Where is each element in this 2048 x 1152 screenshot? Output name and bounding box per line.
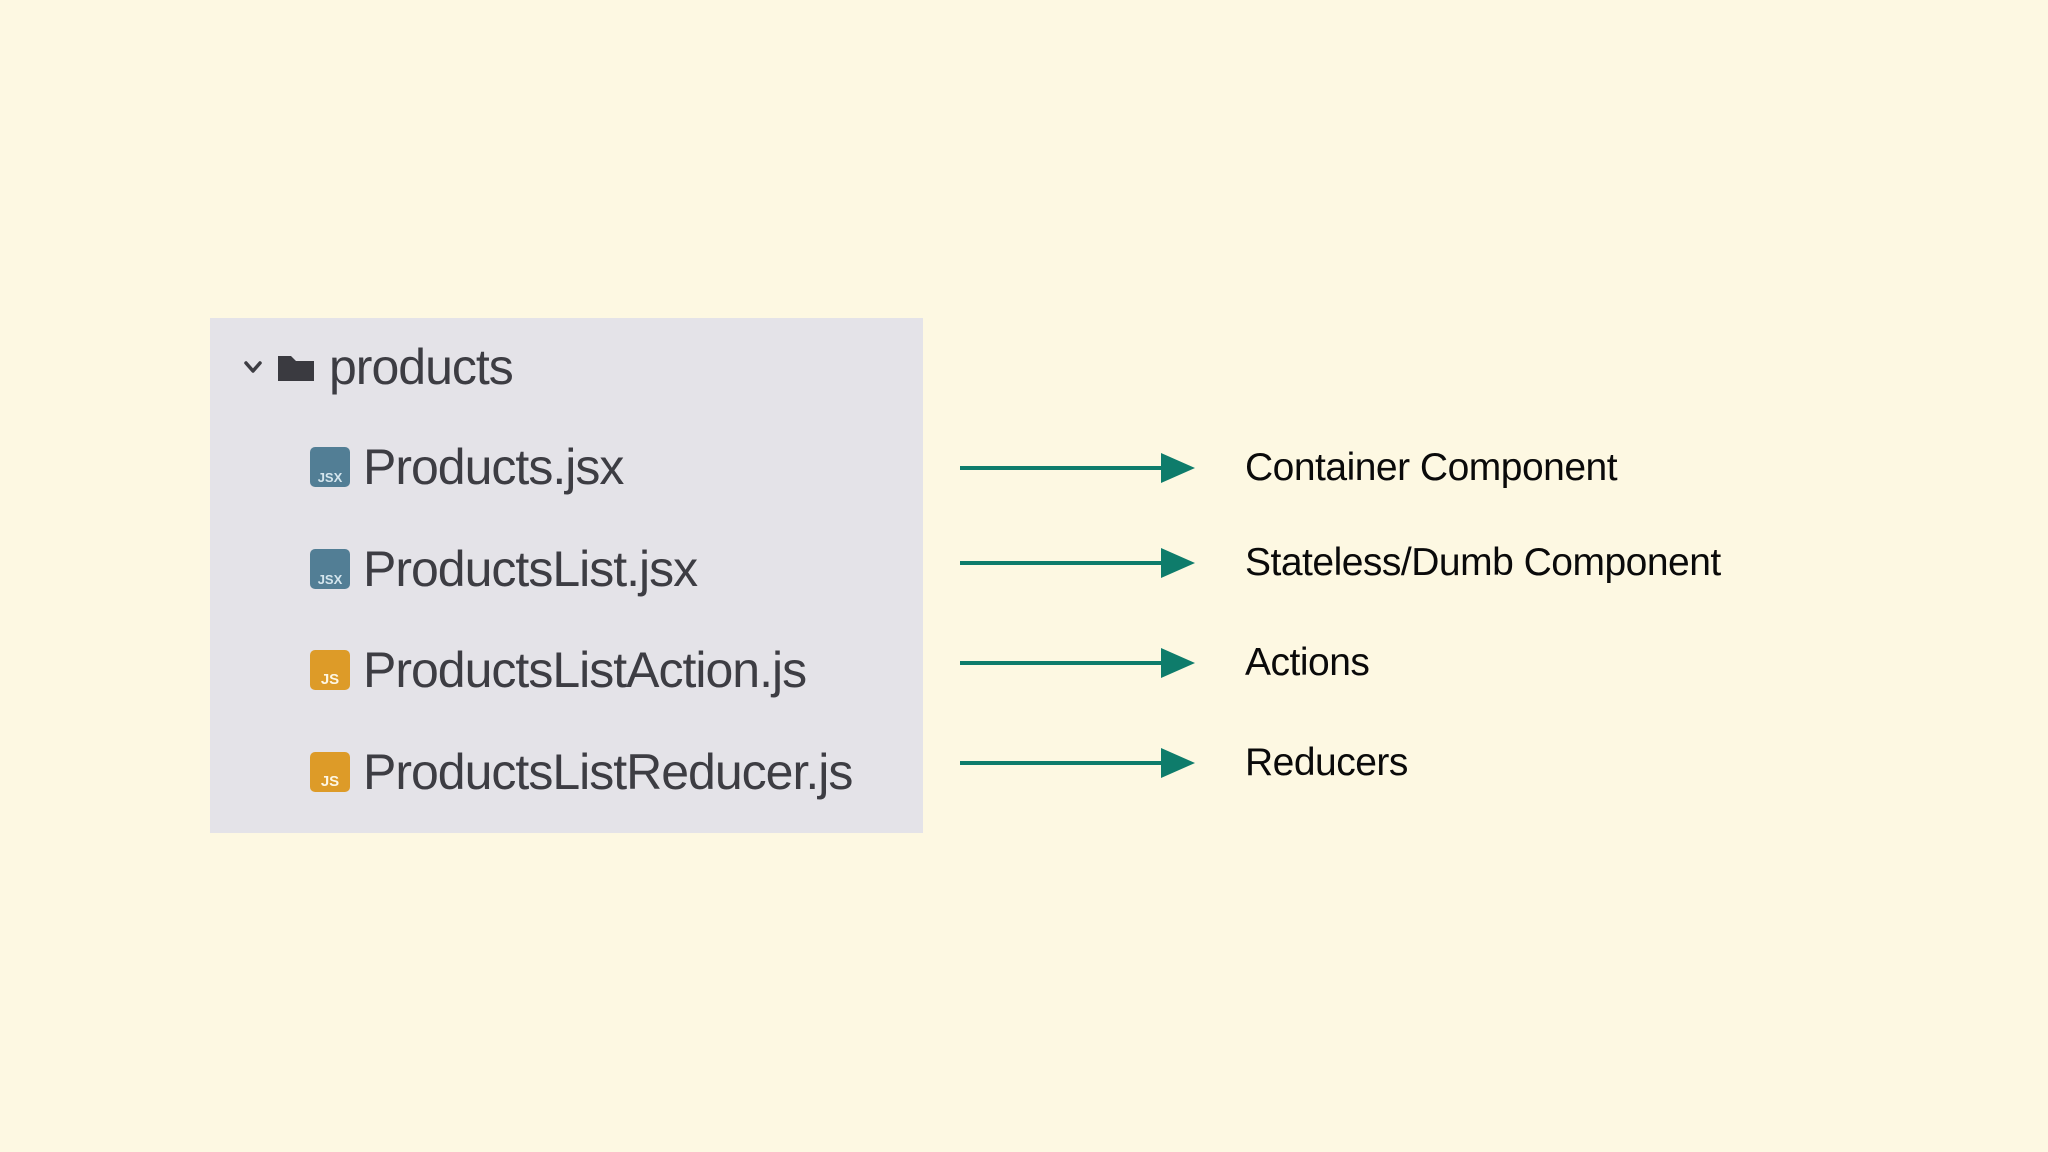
arrow-icon [960,648,1195,678]
arrow-icon [960,748,1195,778]
file-name: ProductsListAction.js [363,642,807,698]
file-icon-text: JSX [317,572,343,587]
file-icon-text: JS [320,671,340,688]
chevron-down-icon[interactable] [243,360,263,374]
tree-item-file[interactable]: JSX Products.jsx [210,437,923,497]
jsx-file-icon: JSX [310,447,350,487]
tree-item-file[interactable]: JS ProductsListAction.js [210,640,923,700]
tree-item-file[interactable]: JS ProductsListReducer.js [210,742,923,802]
tree-item-file[interactable]: JSX ProductsList.jsx [210,539,923,599]
annotation-label: Actions [1245,641,1370,684]
jsx-file-icon: JSX [310,549,350,589]
annotation-label: Reducers [1245,741,1408,784]
file-icon-text: JS [320,773,340,790]
file-name: ProductsListReducer.js [363,744,853,800]
tree-item-products-folder[interactable]: products [210,337,923,397]
folder-name: products [329,339,514,395]
file-icon-text: JSX [317,470,343,485]
arrow-icon [960,548,1195,578]
file-tree-panel: products JSX Products.jsx JSX ProductsLi… [210,318,923,833]
annotation-label: Stateless/Dumb Component [1245,541,1721,584]
arrow-icon [960,453,1195,483]
js-file-icon: JS [310,650,350,690]
folder-icon [278,356,314,381]
js-file-icon: JS [310,752,350,792]
annotation-label: Container Component [1245,446,1618,489]
file-name: Products.jsx [363,439,624,495]
file-name: ProductsList.jsx [363,541,698,597]
